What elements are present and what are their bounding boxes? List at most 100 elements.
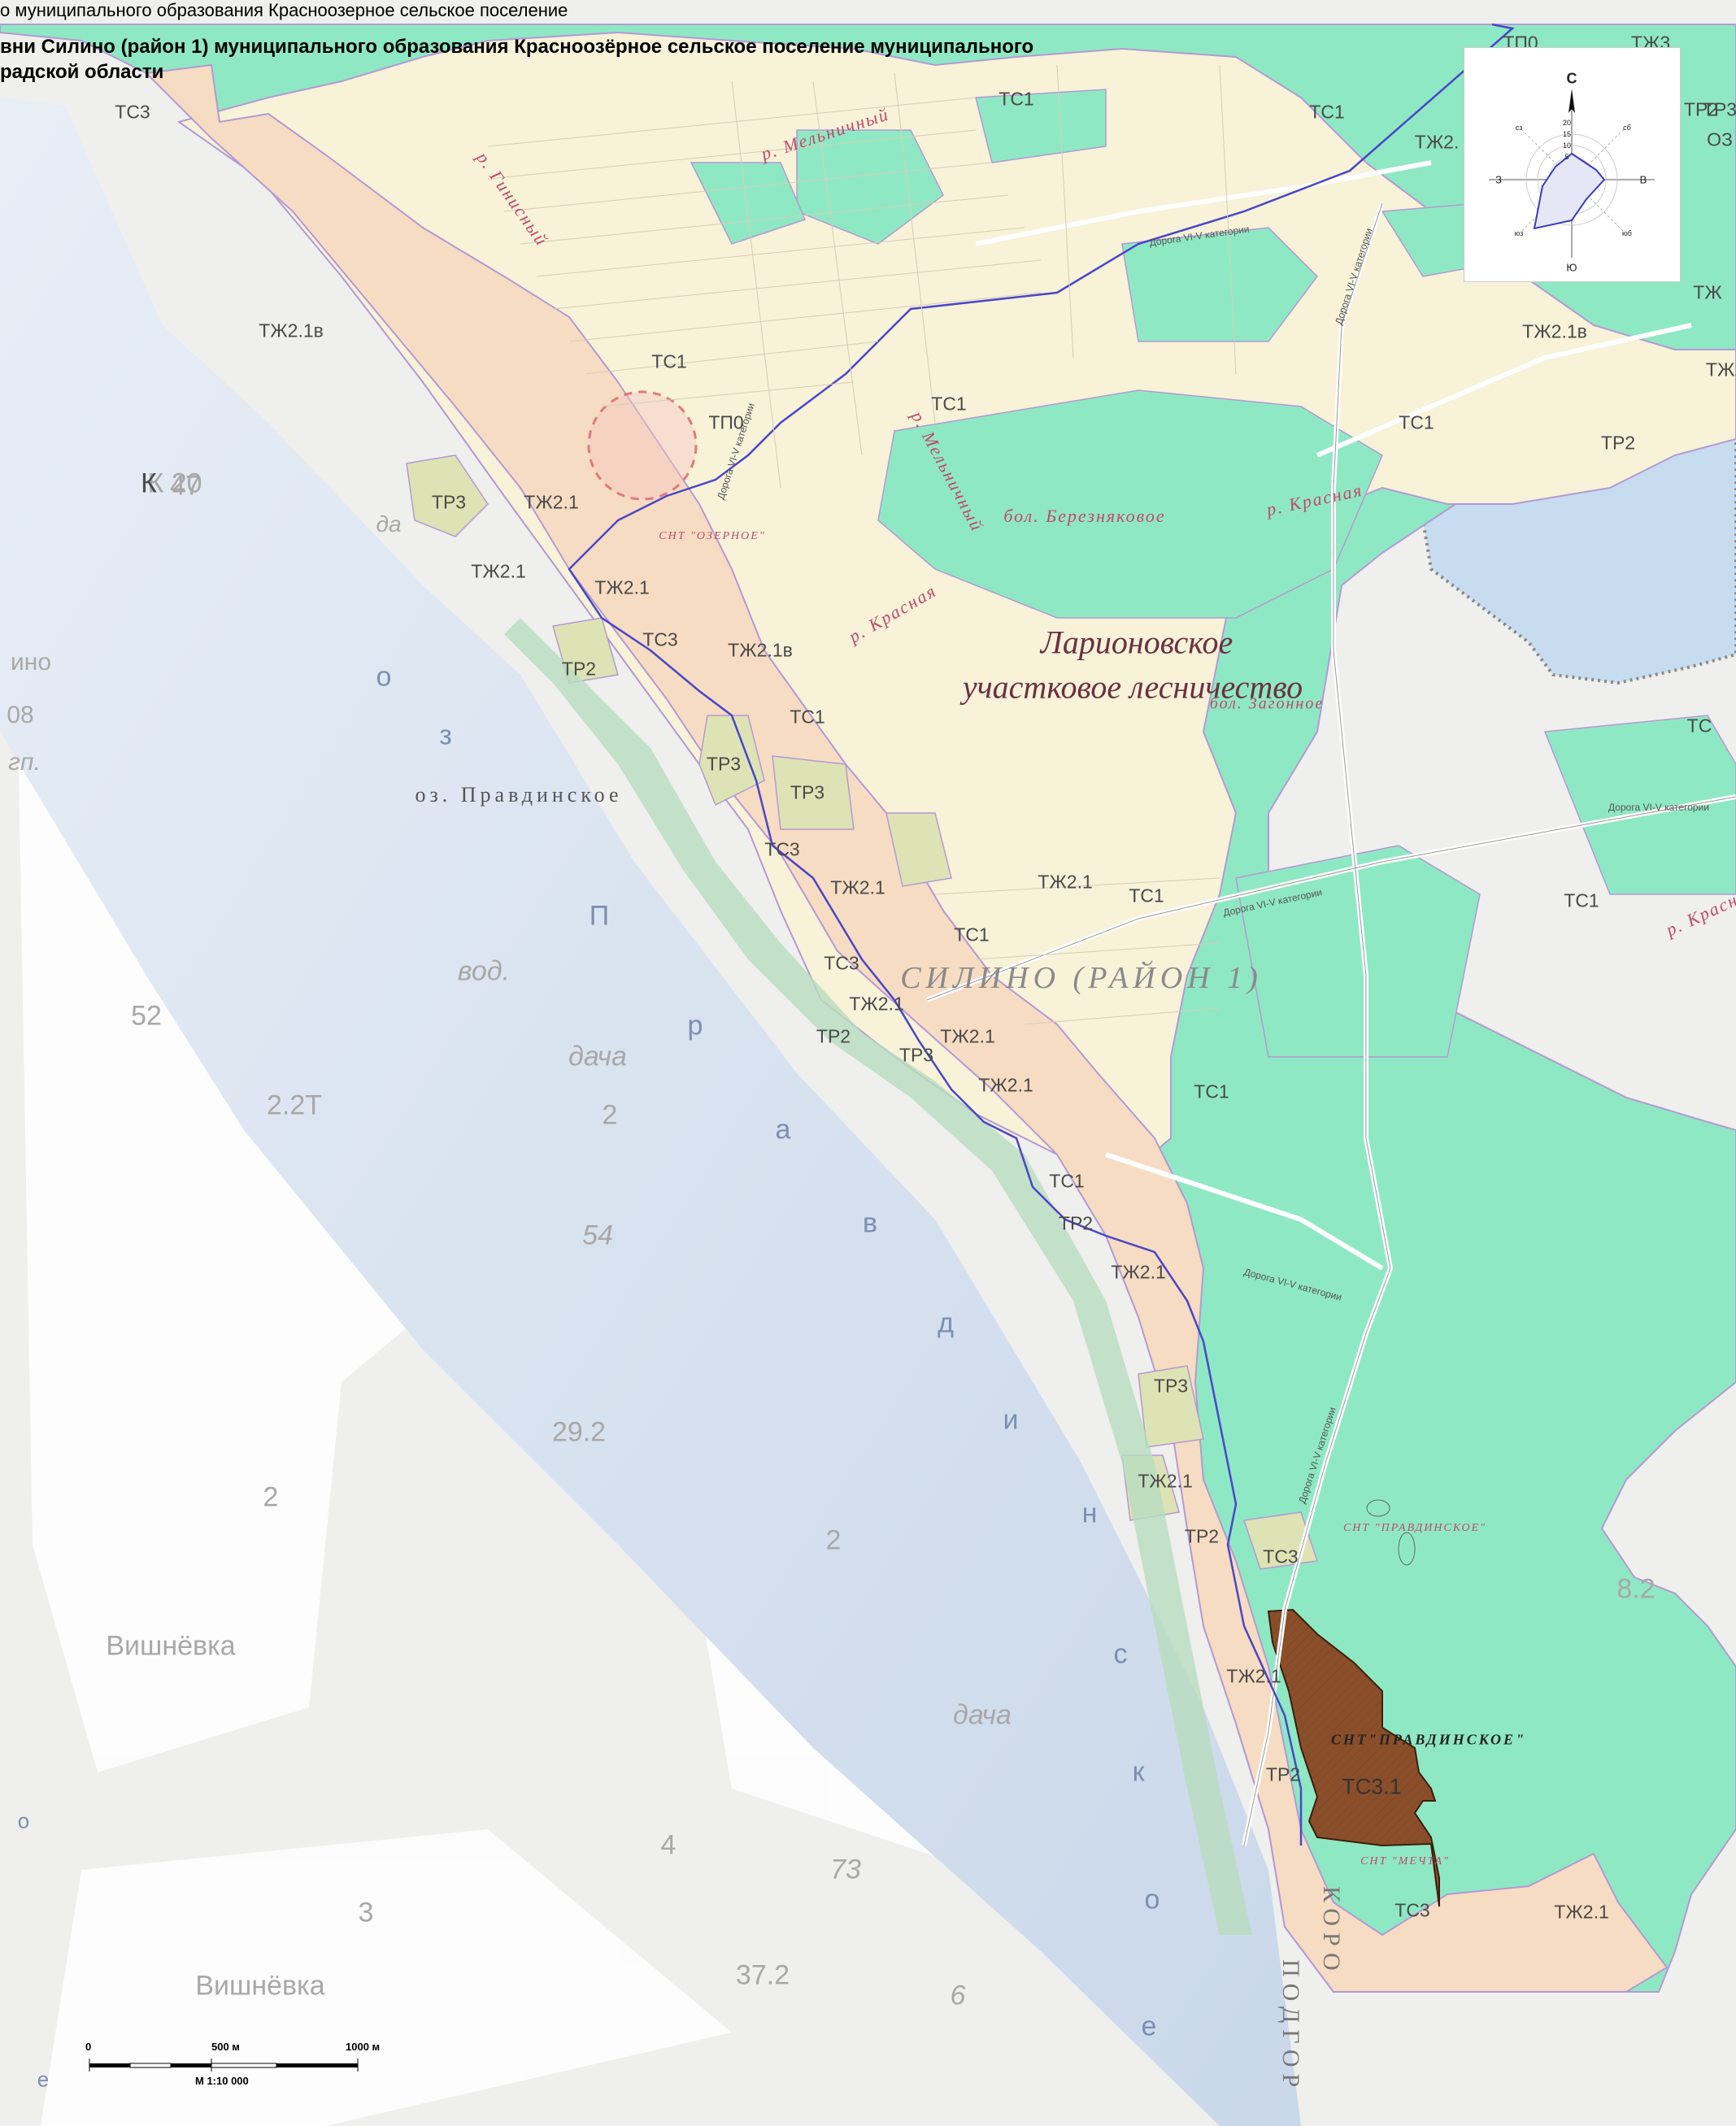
zone-label: ТС3 xyxy=(1394,1899,1430,1921)
lake-letter: н xyxy=(1081,1498,1098,1529)
bg-number: 2 xyxy=(825,1524,842,1556)
lake-name: оз. Правдинское xyxy=(415,783,623,806)
road-label: Дорога VI-V категории xyxy=(1608,802,1709,813)
compass-se: юб xyxy=(1622,229,1632,237)
zone-label: К xyxy=(141,467,157,499)
wind-rose-graphic xyxy=(1489,89,1655,258)
zone-label: ТС1 xyxy=(790,706,825,728)
road-name-vertical: КОРО xyxy=(1318,1886,1345,1977)
zone-label: ТР3 xyxy=(790,781,825,803)
bg-number: 6 xyxy=(950,1980,966,2011)
zone-label: ТП0 xyxy=(708,411,744,433)
zone-label: ТЖ2. xyxy=(1414,131,1460,153)
zone-label: ТЖ2.1 xyxy=(1111,1261,1166,1283)
forest-patches xyxy=(690,89,1736,1058)
bg-number: 52 xyxy=(131,1000,162,1032)
bg-label: да xyxy=(376,511,402,537)
zone-label: ТР2 xyxy=(1184,1525,1220,1547)
compass-ring-label: 5 xyxy=(1564,153,1569,161)
forestry-name: Ларионовское xyxy=(1040,624,1233,661)
zone-label: ТЖ2.1 xyxy=(1554,1901,1609,1923)
zone-label: ТР3 xyxy=(706,753,742,775)
lake-letter: д xyxy=(938,1307,954,1339)
zone-label: ТР2 xyxy=(1683,98,1719,120)
zone-label-highlight: ТС3.1 xyxy=(1342,1774,1402,1799)
scale-ratio: М 1:10 000 xyxy=(195,2075,249,2087)
bg-number: 2 xyxy=(602,1099,618,1131)
bg-number: 4 xyxy=(660,1829,677,1861)
bg-number: 37.2 xyxy=(735,1959,790,1991)
zone-label: ТЖ2.1 xyxy=(594,576,650,598)
map-title-line-1: о муниципального образования Красноозерн… xyxy=(0,0,568,20)
zone-label: ТЖ2.1в xyxy=(728,639,793,661)
residential-strip xyxy=(144,63,1669,1993)
zone-label: ТР2 xyxy=(561,658,597,680)
bg-label: е xyxy=(37,2067,50,2092)
compass-sw: юз xyxy=(1514,229,1524,237)
scale-mid: 500 м xyxy=(211,2041,240,2053)
compass-south: Ю xyxy=(1566,261,1577,274)
compass-ne: сб xyxy=(1623,124,1631,132)
zone-label: ТС1 xyxy=(651,350,687,372)
lake-letter: в xyxy=(862,1207,878,1239)
snt-label-highlight: СНТ"ПРАВДИНСКОЕ" xyxy=(1330,1731,1527,1748)
zone-label: ТР2 xyxy=(1265,1763,1301,1785)
compass-east: В xyxy=(1639,173,1647,186)
bg-number: 54 xyxy=(582,1220,613,1251)
zone-label: ТЖ2.1в xyxy=(259,320,324,341)
pond-marks xyxy=(1366,1499,1416,1566)
snt-label: СНТ "МЕЧТА" xyxy=(1360,1855,1450,1867)
bg-label: ино xyxy=(10,649,52,676)
bog-label: бол. Загонное xyxy=(1209,694,1325,713)
bog-label: бол. Березняковое xyxy=(1003,506,1166,526)
zone-label: ТС3 xyxy=(642,628,678,650)
zone-label: ТЖ2.1 xyxy=(830,876,885,898)
north-arrow-icon xyxy=(1568,89,1575,113)
zone-label: ТР3 xyxy=(431,491,467,513)
zone-label: ТС1 xyxy=(1194,1080,1229,1102)
zone-label: ТС3 xyxy=(1263,1546,1299,1567)
zone-label: ТЖ2 xyxy=(1705,359,1736,380)
scale-bar: 0 500 м 1000 м М 1:10 000 xyxy=(81,2039,407,2096)
bg-number: 47 xyxy=(170,470,201,502)
zone-label: ТР2 xyxy=(1600,432,1636,454)
compass-north: С xyxy=(1566,70,1577,87)
bg-number: 8.2 xyxy=(1616,1573,1656,1605)
compass-ring-label: 15 xyxy=(1562,130,1572,138)
lake-letter: и xyxy=(1003,1404,1019,1436)
bg-number: 2.2Т xyxy=(266,1089,323,1121)
bg-number: 3 xyxy=(358,1897,374,1928)
compass-ring-label: 20 xyxy=(1562,119,1572,127)
bg-number: 29.2 xyxy=(551,1416,607,1448)
hatched-circle-area xyxy=(587,390,698,501)
zone-label: ТЖ2.1 xyxy=(524,491,579,513)
map-title-line-3: радской области xyxy=(0,61,164,83)
zone-label: ТС3 xyxy=(764,838,800,860)
compass-west: З xyxy=(1495,173,1502,186)
bg-village-label: Вишнёвка xyxy=(195,1970,325,2002)
zone-label: ТР3 xyxy=(898,1044,934,1066)
wind-rose: С В Ю З сб сз юб юз 20 15 10 5 xyxy=(1464,47,1681,282)
zone-label: ТС3 xyxy=(824,952,859,974)
bg-label: гп. xyxy=(8,749,41,776)
lake-letter: з xyxy=(439,720,452,751)
bg-number: 2 xyxy=(263,1481,279,1513)
recreation-patches xyxy=(406,454,1318,1570)
bg-water-label: вод. xyxy=(457,955,511,987)
bg-label: К 20 xyxy=(147,467,202,499)
zone-label: ТС1 xyxy=(931,393,967,415)
zone-label: ТЖ2.1 xyxy=(1226,1665,1281,1687)
settlement-boundary xyxy=(568,23,1515,1846)
lake-letter: о xyxy=(376,661,392,693)
roads-outline xyxy=(926,202,1736,1846)
zone-label: ТС1 xyxy=(1049,1170,1085,1192)
zone-label: ТЖ2.1 xyxy=(1038,871,1093,893)
lake-letter: р xyxy=(687,1010,703,1041)
zone-label: ТС1 xyxy=(1309,101,1345,123)
map-title-line-2: вни Силино (район 1) муниципального обра… xyxy=(0,36,1034,58)
lake-letter: к xyxy=(1132,1756,1145,1788)
zone-label: ТС xyxy=(1686,715,1712,737)
zone-label: ТЖ2.1 xyxy=(471,560,526,582)
village-name: СИЛИНО (РАЙОН 1) xyxy=(900,961,1263,995)
